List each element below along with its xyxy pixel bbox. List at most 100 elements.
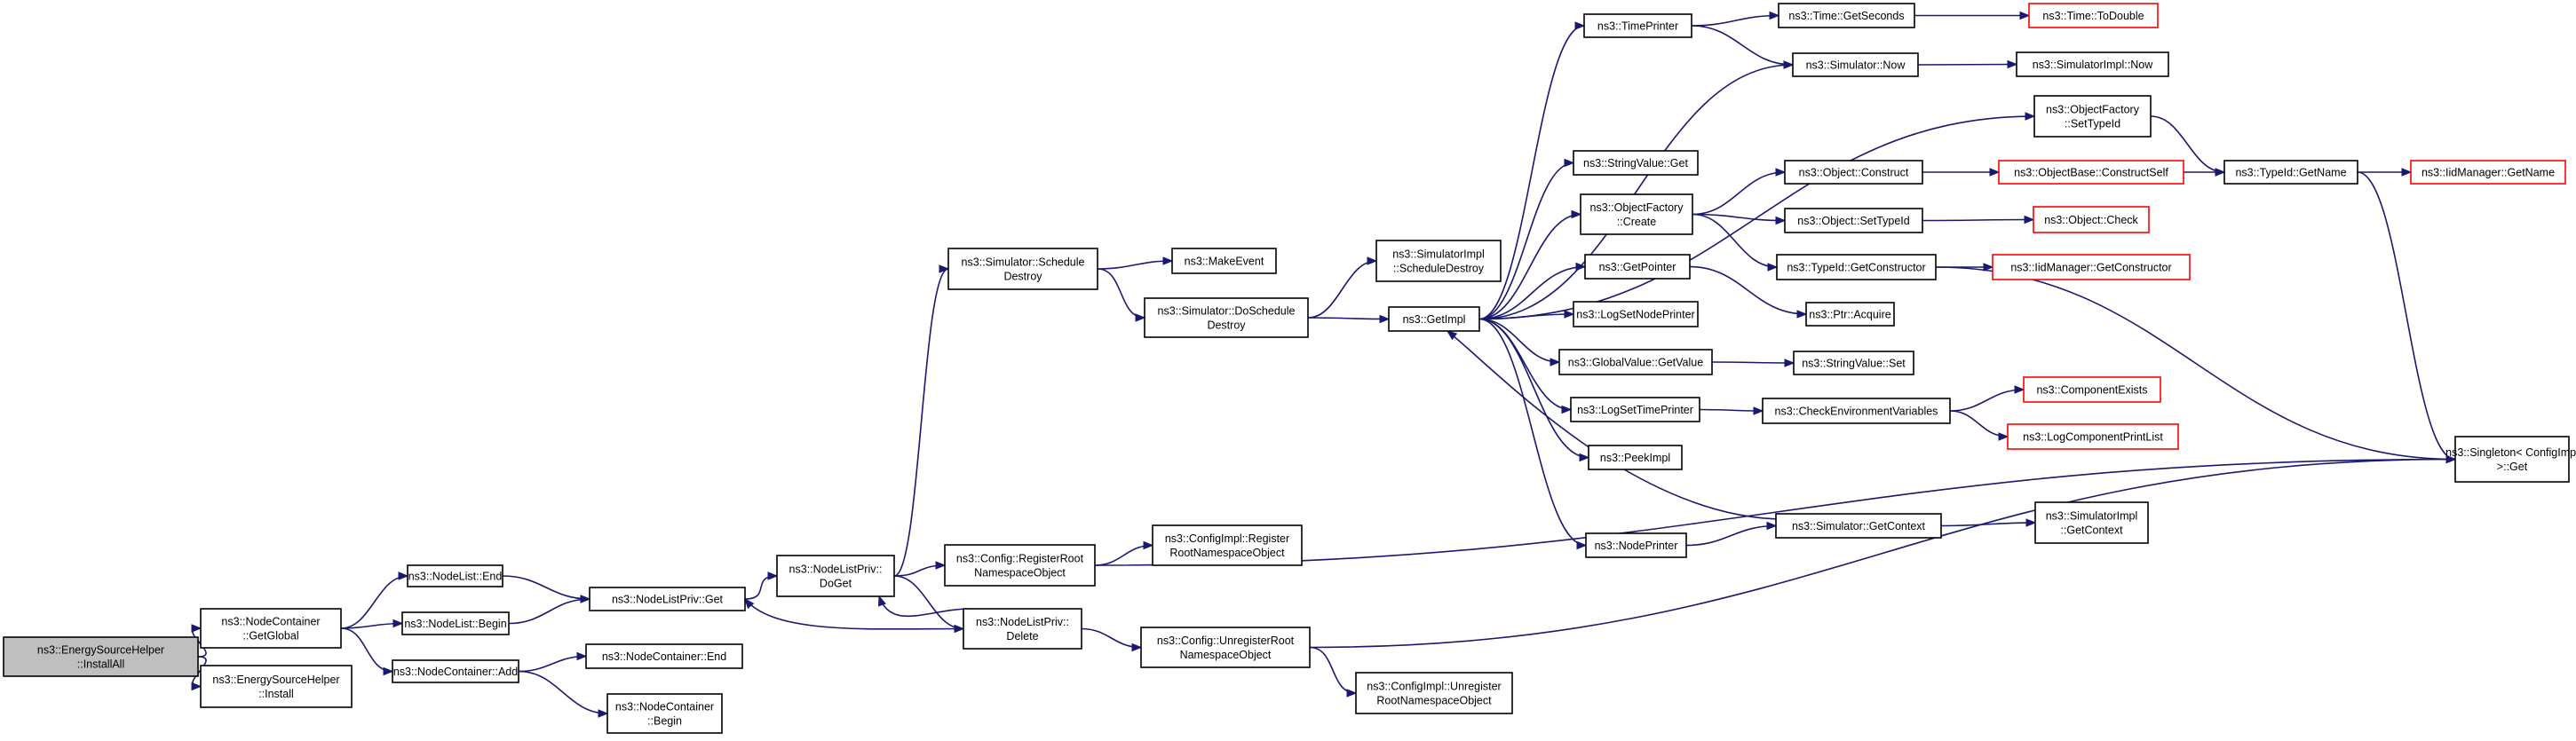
node-ns3-simulatorimpl-scheduledestroy[interactable]: ns3::SimulatorImpl::ScheduleDestroy xyxy=(1375,240,1502,282)
node-box[interactable] xyxy=(1355,672,1513,714)
node-ns3-configimpl-unregisterrootnamespaceobject[interactable]: ns3::ConfigImpl::UnregisterRootNamespace… xyxy=(1355,672,1513,714)
node-ns3-timeprinter[interactable]: ns3::TimePrinter xyxy=(1583,13,1692,38)
node-ns3-ptr-acquire[interactable]: ns3::Ptr::Acquire xyxy=(1805,302,1895,327)
node-ns3-stringvalue-get[interactable]: ns3::StringValue::Get xyxy=(1573,150,1699,176)
node-ns3-globalvalue-getvalue[interactable]: ns3::GlobalValue::GetValue xyxy=(1558,349,1713,375)
node-ns3-nodelistpriv-get[interactable]: ns3::NodeListPriv::Get xyxy=(589,587,746,611)
node-ns3-energysourcehelper-installall[interactable]: ns3::EnergySourceHelper::InstallAll xyxy=(3,636,199,677)
node-ns3-iidmanager-getconstructor[interactable]: ns3::IidManager::GetConstructor xyxy=(1992,254,2191,280)
node-ns3-nodelist-begin[interactable]: ns3::NodeList::Begin xyxy=(401,611,510,635)
node-box[interactable] xyxy=(1992,254,2191,280)
node-box[interactable] xyxy=(1144,297,1309,338)
node-box[interactable] xyxy=(2016,51,2169,77)
node-box[interactable] xyxy=(392,659,519,683)
node-box[interactable] xyxy=(1570,397,1700,422)
node-ns3-time-todouble[interactable]: ns3::Time::ToDouble xyxy=(2028,3,2159,28)
node-box[interactable] xyxy=(1584,254,1691,280)
node-box[interactable] xyxy=(2034,501,2149,544)
node-ns3-object-settypeid[interactable]: ns3::Object::SetTypeId xyxy=(1784,208,1923,233)
node-box[interactable] xyxy=(2007,423,2179,450)
node-box[interactable] xyxy=(2033,95,2152,138)
node-box[interactable] xyxy=(1998,160,2184,185)
node-ns3-object-construct[interactable]: ns3::Object::Construct xyxy=(1784,160,1923,185)
node-box[interactable] xyxy=(1588,445,1683,470)
node-ns3-simulatorimpl-getcontext[interactable]: ns3::SimulatorImpl::GetContext xyxy=(2034,501,2149,544)
node-ns3-object-check[interactable]: ns3::Object::Check xyxy=(2033,206,2150,233)
node-ns3-logcomponentprintlist[interactable]: ns3::LogComponentPrintList xyxy=(2007,423,2179,450)
node-ns3-objectbase-constructself[interactable]: ns3::ObjectBase::ConstructSelf xyxy=(1998,160,2184,185)
node-box[interactable] xyxy=(200,608,342,649)
node-ns3-nodeprinter[interactable]: ns3::NodePrinter xyxy=(1585,532,1687,558)
node-ns3-getpointer[interactable]: ns3::GetPointer xyxy=(1584,254,1691,280)
node-box[interactable] xyxy=(1792,52,1919,77)
node-box[interactable] xyxy=(401,611,510,635)
node-box[interactable] xyxy=(1140,627,1311,668)
node-ns3-simulatorimpl-now[interactable]: ns3::SimulatorImpl::Now xyxy=(2016,51,2169,77)
node-ns3-time-getseconds[interactable]: ns3::Time::GetSeconds xyxy=(1778,3,1915,28)
node-ns3-iidmanager-getname[interactable]: ns3::IidManager::GetName xyxy=(2410,160,2566,185)
node-box[interactable] xyxy=(2454,436,2570,483)
node-box[interactable] xyxy=(1375,240,1502,282)
node-box[interactable] xyxy=(1784,208,1923,233)
node-ns3-singleton-configimpl-get[interactable]: ns3::Singleton< ConfigImpl >::Get xyxy=(2445,436,2576,483)
node-box[interactable] xyxy=(3,636,199,677)
node-box[interactable] xyxy=(1775,513,1942,539)
node-box[interactable] xyxy=(1585,532,1687,558)
node-ns3-objectfactory-create[interactable]: ns3::ObjectFactory::Create xyxy=(1580,193,1693,235)
node-ns3-makeevent[interactable]: ns3::MakeEvent xyxy=(1171,248,1277,274)
node-box[interactable] xyxy=(1171,248,1277,274)
node-box[interactable] xyxy=(1583,13,1692,38)
node-ns3-typeid-getname[interactable]: ns3::TypeId::GetName xyxy=(2223,160,2358,185)
node-ns3-energysourcehelper-install[interactable]: ns3::EnergySourceHelper::Install xyxy=(200,665,353,708)
node-ns3-config-unregisterrootnamespaceobject[interactable]: ns3::Config::UnregisterRootNamespaceObje… xyxy=(1140,627,1311,668)
node-ns3-componentexists[interactable]: ns3::ComponentExists xyxy=(2023,376,2161,403)
node-box[interactable] xyxy=(1558,349,1713,375)
node-box[interactable] xyxy=(200,665,353,708)
node-ns3-nodecontainer-add[interactable]: ns3::NodeContainer::Add xyxy=(392,659,519,683)
node-ns3-nodelistpriv-delete[interactable]: ns3::NodeListPriv::Delete xyxy=(963,608,1082,650)
node-ns3-stringvalue-set[interactable]: ns3::StringValue::Set xyxy=(1793,351,1914,375)
node-ns3-logsetnodeprinter[interactable]: ns3::LogSetNodePrinter xyxy=(1573,301,1699,327)
node-box[interactable] xyxy=(1580,193,1693,235)
node-box[interactable] xyxy=(589,587,746,611)
node-box[interactable] xyxy=(1152,524,1303,566)
node-ns3-configimpl-registerrootnamespaceobject[interactable]: ns3::ConfigImpl::RegisterRootNamespaceOb… xyxy=(1152,524,1303,566)
node-box[interactable] xyxy=(963,608,1082,650)
node-ns3-simulator-now[interactable]: ns3::Simulator::Now xyxy=(1792,52,1919,77)
node-box[interactable] xyxy=(1776,254,1937,280)
node-ns3-logsettimeprinter[interactable]: ns3::LogSetTimePrinter xyxy=(1570,397,1700,422)
node-ns3-simulator-scheduledestroy[interactable]: ns3::Simulator::ScheduleDestroy xyxy=(947,248,1098,290)
node-box[interactable] xyxy=(1762,398,1951,424)
node-ns3-nodecontainer-end[interactable]: ns3::NodeContainer::End xyxy=(585,643,743,669)
node-ns3-objectfactory-settypeid[interactable]: ns3::ObjectFactory::SetTypeId xyxy=(2033,95,2152,138)
node-ns3-typeid-getconstructor[interactable]: ns3::TypeId::GetConstructor xyxy=(1776,254,1937,280)
node-ns3-nodelist-end[interactable]: ns3::NodeList::End xyxy=(407,564,503,587)
node-box[interactable] xyxy=(1388,306,1480,332)
node-ns3-getimpl[interactable]: ns3::GetImpl xyxy=(1388,306,1480,332)
node-box[interactable] xyxy=(2033,206,2150,233)
node-ns3-peekimpl[interactable]: ns3::PeekImpl xyxy=(1588,445,1683,470)
node-ns3-simulator-getcontext[interactable]: ns3::Simulator::GetContext xyxy=(1775,513,1942,539)
node-box[interactable] xyxy=(1784,160,1923,185)
node-box[interactable] xyxy=(1573,301,1699,327)
node-box[interactable] xyxy=(606,693,723,734)
node-box[interactable] xyxy=(947,248,1098,290)
node-ns3-nodecontainer-getglobal[interactable]: ns3::NodeContainer::GetGlobal xyxy=(200,608,342,649)
node-box[interactable] xyxy=(944,544,1096,587)
node-ns3-nodelistpriv-doget[interactable]: ns3::NodeListPriv::DoGet xyxy=(776,555,895,597)
node-box[interactable] xyxy=(2410,160,2566,185)
node-box[interactable] xyxy=(2223,160,2358,185)
node-box[interactable] xyxy=(1805,302,1895,327)
node-box[interactable] xyxy=(585,643,743,669)
node-box[interactable] xyxy=(1778,3,1915,28)
node-box[interactable] xyxy=(1573,150,1699,176)
node-box[interactable] xyxy=(776,555,895,597)
node-box[interactable] xyxy=(407,564,503,587)
node-ns3-nodecontainer-begin[interactable]: ns3::NodeContainer::Begin xyxy=(606,693,723,734)
node-ns3-checkenvironmentvariables[interactable]: ns3::CheckEnvironmentVariables xyxy=(1762,398,1951,424)
node-box[interactable] xyxy=(1793,351,1914,375)
node-box[interactable] xyxy=(2023,376,2161,403)
node-box[interactable] xyxy=(2028,3,2159,28)
